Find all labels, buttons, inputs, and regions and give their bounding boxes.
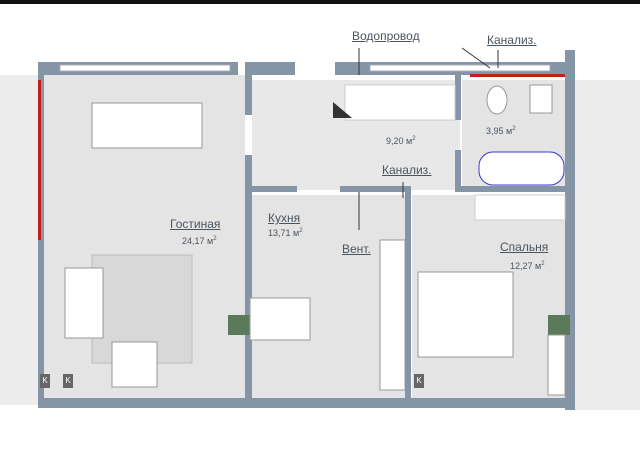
neighbor-floor [575, 80, 640, 410]
living-room-name: Гостиная [170, 217, 221, 231]
wardrobe [344, 84, 456, 121]
kitchen-counter [379, 239, 406, 391]
ventilation-label: Вент. [342, 242, 371, 256]
dining-table [91, 102, 203, 149]
windows [59, 64, 551, 72]
living-room-area: 24,17 м2 [182, 236, 217, 246]
arrows [358, 47, 499, 230]
kitchen-area: 13,71 м2 [268, 228, 303, 238]
bed [417, 271, 514, 358]
red-line-left [38, 80, 41, 240]
sewer-label-top: Канализ. [487, 33, 537, 47]
kitchen-name: Кухня [268, 211, 301, 225]
left-neighbor-floor [0, 75, 38, 405]
k-marker: K [414, 374, 424, 388]
toilet [486, 85, 508, 115]
water-supply-label: Водопровод [352, 29, 420, 43]
sewer-label-mid: Канализ. [382, 163, 432, 177]
red-line [470, 74, 565, 77]
hall-marker [333, 102, 352, 118]
bathroom-area: 3,95 м2 [486, 126, 516, 136]
kitchen-table [249, 297, 311, 341]
bedroom-area: 12,27 м2 [510, 261, 545, 271]
k-marker: K [63, 374, 73, 388]
top-border [0, 0, 640, 4]
desk [547, 334, 566, 396]
hall-area: 9,20 м2 [386, 136, 416, 146]
k-marker: K [40, 374, 50, 388]
sofa [64, 267, 104, 339]
washing-machine [529, 84, 553, 114]
bedroom-name: Спальня [500, 240, 549, 254]
bathtub [478, 151, 565, 186]
bedroom-wardrobe [474, 194, 566, 221]
armchair [111, 341, 158, 388]
